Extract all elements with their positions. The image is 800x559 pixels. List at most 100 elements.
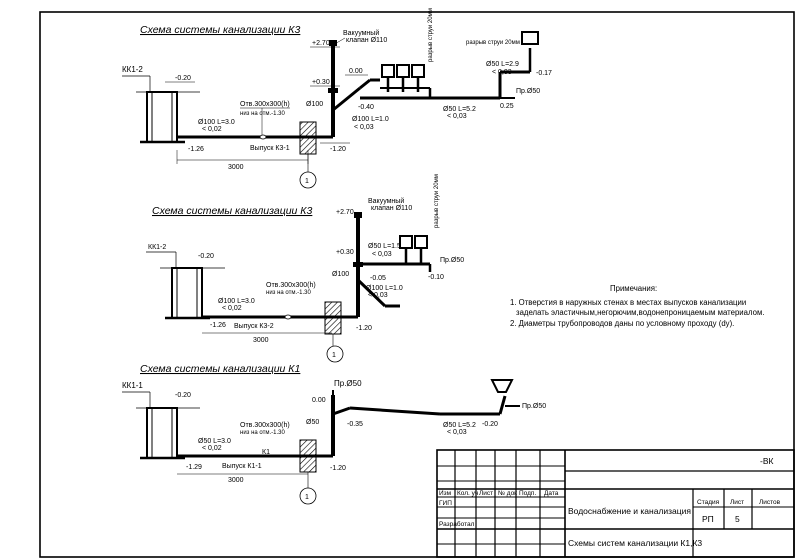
branch3-label: Ø50 L=2.9 — [486, 61, 519, 68]
drain-label: Пр.Ø50 — [522, 403, 546, 410]
sleeve-note: низ на отм.-1.30 — [266, 290, 311, 296]
role-gip: ГИП — [439, 500, 452, 507]
outlet-level: -1.29 — [186, 464, 202, 471]
branch1-slope: < 0,03 — [368, 292, 388, 299]
branch2-level: -0.10 — [428, 274, 444, 281]
well-level: -0.20 — [175, 75, 191, 82]
branch2-label: Ø50 L=5.2 — [443, 422, 476, 429]
axis-label: 1 — [305, 178, 309, 185]
riser-level-top: +2.70 — [312, 40, 330, 47]
col-head-kol: Кол. уч — [457, 490, 478, 497]
outlet-level: -1.26 — [210, 322, 226, 329]
doc-code: -ВК — [760, 456, 774, 466]
riser-diameter: Ø100 — [306, 101, 323, 108]
scheme-k3-1: Схема системы канализации К3 КК1-2 -0.20… — [122, 8, 552, 189]
level-minus-0-05: -0.05 — [370, 275, 386, 282]
vent-label-2: клапан Ø110 — [346, 37, 387, 44]
riser-diameter: Ø100 — [332, 271, 349, 278]
well-label: КК1-1 — [122, 381, 143, 390]
col-head-sign: Подп. — [519, 490, 536, 497]
vent-label: Вакуумный — [343, 29, 379, 37]
riser-level-mid: +0.30 — [312, 79, 330, 86]
scheme-title: Схема системы канализации К3 — [140, 24, 300, 36]
sheet-value: 5 — [735, 514, 740, 524]
sleeve-note: низ на отм.-1.30 — [240, 430, 285, 436]
branch2-slope: < 0,03 — [447, 113, 467, 120]
well-label: КК1-2 — [148, 244, 166, 251]
riser-level-top: +2.70 — [336, 209, 354, 216]
riser-level-top: 0.00 — [312, 397, 326, 404]
axis-marker — [326, 345, 344, 363]
sheet-head: Лист — [730, 499, 744, 506]
branch2-level: -0.20 — [482, 421, 498, 428]
sheet-frame — [39, 11, 795, 558]
pipe-slope: < 0,02 — [202, 445, 222, 452]
col-head-izm: Изм — [439, 490, 452, 497]
sleeve-label: Отв.300х300(h) — [266, 282, 316, 289]
sleeve-note: низ на отм.-1.30 — [240, 111, 285, 117]
level-minus-0-35: -0.35 — [347, 421, 363, 428]
gap-label: разрыв струи 20мм — [434, 174, 440, 228]
outlet-label: Выпуск К1-1 — [222, 463, 262, 470]
sink-group — [380, 64, 430, 92]
floor-drain-icon — [490, 379, 514, 393]
dimension-3000: 3000 — [228, 164, 244, 171]
well-label: КК1-2 — [122, 65, 143, 74]
branch3-slope: < 0,03 — [492, 69, 512, 76]
pipe-label: Ø50 L=3.0 — [198, 438, 231, 445]
level-0-00: 0.00 — [349, 68, 363, 75]
sleeve-label: Отв.300х300(h) — [240, 422, 290, 429]
pipe-slope: < 0,02 — [202, 126, 222, 133]
pipe-label: Ø100 L=3.0 — [198, 119, 235, 126]
outlet-label: Выпуск К3-2 — [234, 323, 274, 330]
well-level: -0.20 — [175, 392, 191, 399]
riser-level-bottom: -1.20 — [330, 146, 346, 153]
notes-block: Примечания: 1. Отверстия в наружных стен… — [510, 284, 764, 328]
role-developer: Разработал — [439, 520, 475, 528]
stage-value: РП — [702, 514, 714, 524]
note-line-2: заделать эластичным,негорючим,водонепрон… — [516, 308, 764, 317]
title-block: -ВК Изм Кол. уч Лист № док Подп. Дата ГИ… — [436, 449, 795, 558]
axis-marker — [299, 487, 317, 505]
line-label: К1 — [262, 449, 270, 456]
pipe-label: Ø100 L=3.0 — [218, 298, 255, 305]
branch2-slope: < 0,03 — [372, 251, 392, 258]
branch1-label: Ø100 L=1.0 — [366, 285, 403, 292]
scheme-title: Схема системы канализации К3 — [152, 205, 312, 217]
sink-group — [399, 235, 428, 264]
riser-level-bottom: -1.20 — [356, 325, 372, 332]
stage-head: Стадия — [697, 499, 720, 506]
drawing-name: Схемы систем канализации К1,К3 — [568, 538, 702, 548]
axis-marker — [299, 171, 317, 189]
scheme-k3-2: Схема системы канализации К3 КК1-2 -0.20… — [146, 174, 464, 363]
col-head-date: Дата — [544, 490, 559, 497]
notes-heading: Примечания: — [610, 284, 657, 293]
well-level: -0.20 — [198, 253, 214, 260]
riser-level-mid: +0.30 — [336, 249, 354, 256]
gap-label: разрыв струи 20мм — [428, 8, 434, 62]
branch2-level: 0.25 — [500, 103, 514, 110]
axis-label: 1 — [332, 352, 336, 359]
col-head-doc: № док — [498, 490, 517, 497]
project-name: Водоснабжение и канализация — [568, 506, 691, 516]
branch2-label: Ø50 L=5.2 — [443, 106, 476, 113]
dimension-3000: 3000 — [253, 337, 269, 344]
branch1-slope: < 0,03 — [354, 124, 374, 131]
axis-label: 1 — [305, 494, 309, 501]
dimension-3000: 3000 — [228, 477, 244, 484]
branch2-label: Ø50 L=1.5 — [368, 243, 401, 250]
scheme-title: Схема системы канализации К1 — [140, 363, 300, 375]
sleeve-label: Отв.300х300(h) — [240, 101, 290, 108]
riser-level-bottom: -1.20 — [330, 465, 346, 472]
drain-top-label: Пр.Ø50 — [334, 379, 362, 388]
drain-label: Пр.Ø50 — [440, 257, 464, 264]
branch2-slope: < 0,03 — [447, 429, 467, 436]
pipe-slope: < 0,02 — [222, 305, 242, 312]
outlet-label: Выпуск К3-1 — [250, 145, 290, 152]
gap-label-upper: разрыв струи 20мм — [466, 40, 520, 46]
drain-label: Пр.Ø50 — [516, 88, 540, 95]
note-line-1: 1. Отверстия в наружных стенах в местах … — [510, 298, 746, 307]
branch1-label: Ø100 L=1.0 — [352, 116, 389, 123]
sheets-head: Листов — [759, 499, 781, 506]
